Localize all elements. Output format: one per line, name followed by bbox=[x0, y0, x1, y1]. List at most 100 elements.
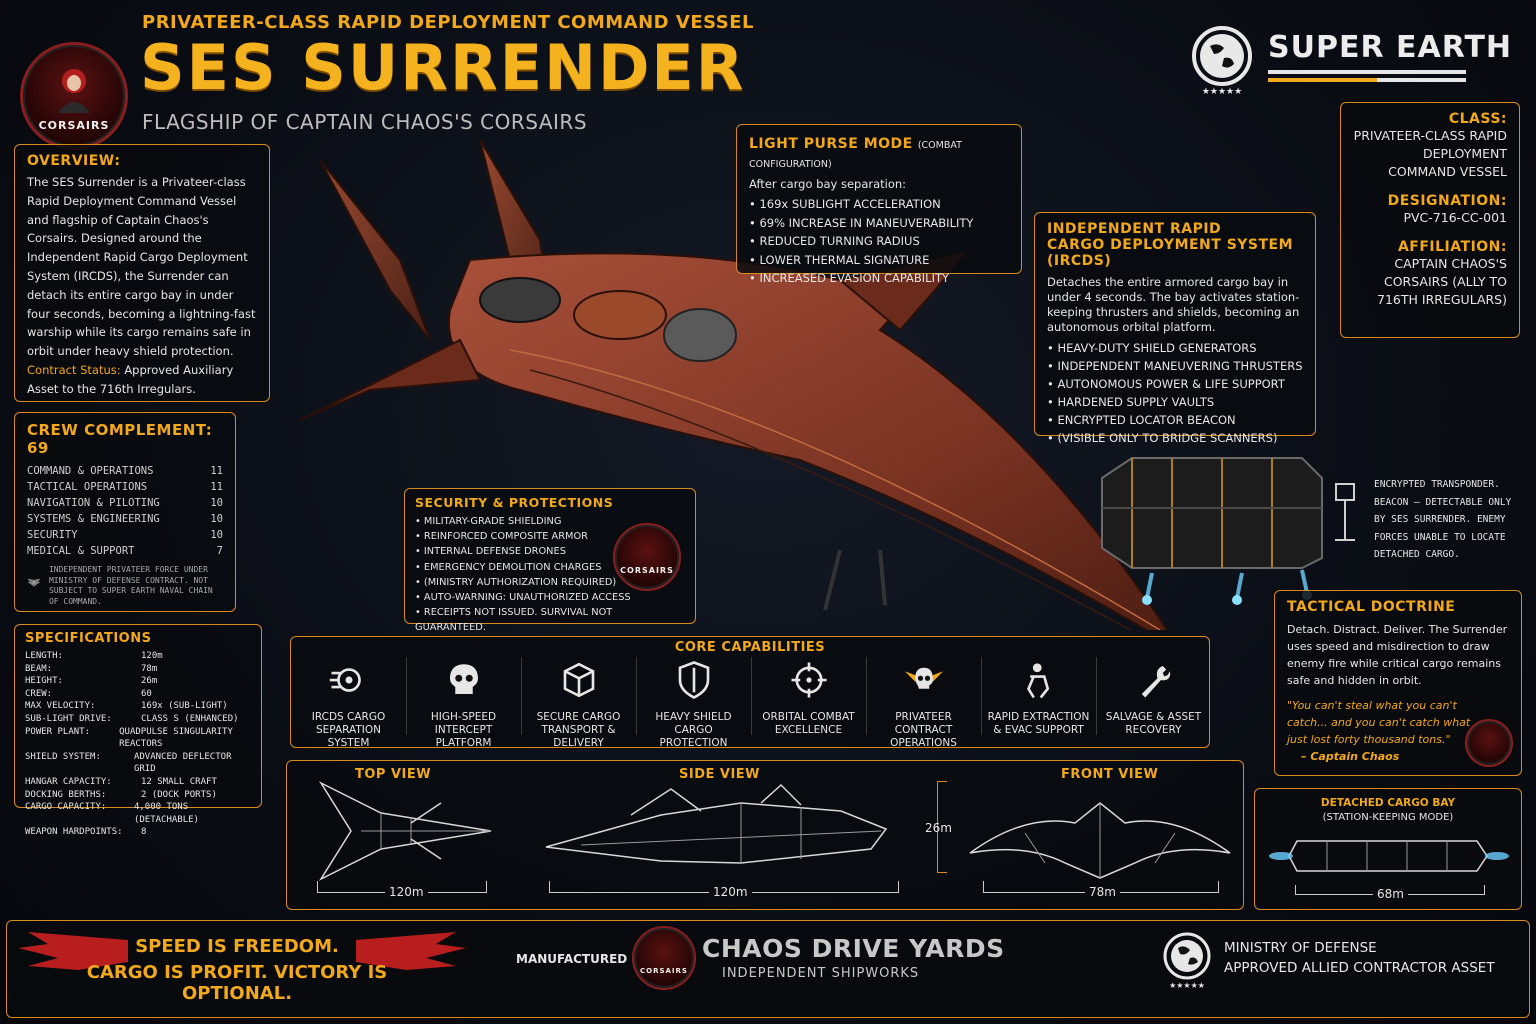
capabilities-heading: CORE CAPABILITIES bbox=[674, 640, 826, 655]
spec-value: CLASS S (ENHANCED) bbox=[141, 713, 239, 724]
spec-row: WEAPON HARDPOINTS:8 bbox=[25, 826, 251, 839]
beacon-icon bbox=[1335, 483, 1355, 541]
spec-row: HANGAR CAPACITY:12 SMALL CRAFT bbox=[25, 776, 251, 789]
crew-role: TACTICAL OPERATIONS bbox=[27, 481, 148, 493]
footer-emblem: CORSAIRS bbox=[632, 926, 696, 990]
spec-row: BEAM:78m bbox=[25, 663, 251, 676]
capability-separator bbox=[981, 657, 982, 735]
ircds-panel: INDEPENDENT RAPID CARGO DEPLOYMENT SYSTE… bbox=[1034, 212, 1316, 445]
spec-label: MAX VELOCITY: bbox=[25, 701, 96, 712]
spec-row: DOCKING BERTHS:2 (DOCK PORTS) bbox=[25, 789, 251, 802]
page-title: SES SURRENDER bbox=[140, 31, 746, 104]
crew-role: COMMAND & OPERATIONS bbox=[27, 465, 154, 477]
capability-separator bbox=[866, 657, 867, 735]
cargo-bay-sub: (STATION-KEEPING MODE) bbox=[1322, 812, 1454, 823]
left-sail bbox=[319, 159, 431, 341]
shield-icon bbox=[678, 661, 709, 699]
capability-item: PRIVATEER CONTRACT OPERATIONS bbox=[872, 659, 975, 750]
security-heading: SECURITY & PROTECTIONS bbox=[415, 495, 614, 510]
spec-value: 60 bbox=[141, 688, 152, 699]
crew-count: 10 bbox=[210, 513, 223, 525]
class-value: PRIVATEER-CLASS RAPID DEPLOYMENT COMMAND… bbox=[1353, 128, 1507, 179]
capability-item: HEAVY SHIELD CARGO PROTECTION bbox=[642, 659, 745, 750]
crew-role: SECURITY bbox=[27, 529, 78, 541]
views-panel: TOP VIEW SIDE VIEW FRONT VIEW 120m 120m … bbox=[286, 760, 1244, 910]
emblem-text: CORSAIRS bbox=[38, 118, 110, 132]
manufactured-by-label: MANUFACTURED BY bbox=[516, 952, 649, 966]
spec-label: SHIELD SYSTEM: bbox=[25, 751, 101, 762]
ministry-globe-icon: ★★★★★ bbox=[1163, 932, 1211, 990]
spec-label: BEAM: bbox=[25, 663, 53, 674]
spec-label: POWER PLANT: bbox=[25, 726, 91, 737]
height-dim-line bbox=[937, 781, 947, 873]
top-view-label: TOP VIEW bbox=[355, 767, 432, 782]
designation-value: PVC-716-CC-001 bbox=[1403, 210, 1507, 225]
spec-value: 120m bbox=[141, 651, 163, 661]
light-purse-item: 69% INCREASE IN MANEUVERABILITY bbox=[749, 214, 1009, 233]
capability-separator bbox=[406, 657, 407, 735]
doctrine-quote: "You can't steal what you can't catch...… bbox=[1287, 699, 1471, 746]
light-purse-item: REDUCED TURNING RADIUS bbox=[749, 232, 1009, 251]
spec-row: MAX VELOCITY: 169x (SUB-LIGHT) bbox=[25, 700, 251, 713]
cargo-bay-dim: 68m bbox=[1373, 887, 1408, 901]
capability-label: RAPID EXTRACTION & EVAC SUPPORT bbox=[987, 711, 1090, 736]
ircds-item: HARDENED SUPPLY VAULTS bbox=[1047, 393, 1303, 411]
cargo-bay-drawing bbox=[1269, 840, 1509, 872]
front-view-dim: 78m bbox=[1085, 885, 1120, 899]
capability-label: HIGH-SPEED INTERCEPT PLATFORM bbox=[430, 711, 497, 749]
spec-value: ADVANCED DEFLECTOR GRID bbox=[133, 751, 232, 775]
cargo-bay-panel: DETACHED CARGO BAY (STATION-KEEPING MODE… bbox=[1254, 788, 1522, 910]
brand-name: SUPER EARTH bbox=[1268, 30, 1513, 65]
light-purse-item: INCREASED EVASION CAPABILITY bbox=[749, 269, 1009, 288]
light-purse-panel: LIGHT PURSE MODE (COMBAT CONFIGURATION) … bbox=[736, 124, 1022, 285]
header-subtitle-top: PRIVATEER-CLASS RAPID DEPLOYMENT COMMAND… bbox=[142, 12, 754, 33]
capability-item: IRCDS CARGO SEPARATION SYSTEM bbox=[297, 659, 400, 750]
cargo-module-illustration bbox=[1101, 457, 1323, 605]
affiliation-label: AFFILIATION: bbox=[1397, 239, 1507, 255]
doctrine-author: – Captain Chaos bbox=[1301, 750, 1400, 763]
capability-item: HIGH-SPEED INTERCEPT PLATFORM bbox=[412, 659, 515, 750]
crew-count: 11 bbox=[210, 465, 223, 477]
capability-label: IRCDS CARGO SEPARATION SYSTEM bbox=[311, 711, 386, 749]
security-list: MILITARY-GRADE SHIELDINGREINFORCED COMPO… bbox=[415, 514, 685, 636]
brand-stripe bbox=[1268, 70, 1466, 74]
ircds-item: AUTONOMOUS POWER & LIFE SUPPORT bbox=[1047, 375, 1303, 393]
light-purse-item: 169x SUBLIGHT ACCELERATION bbox=[749, 195, 1009, 214]
capability-label: ORBITAL COMBAT EXCELLENCE bbox=[762, 711, 855, 736]
spec-value: QUADPULSE SINGULARITY REACTORS bbox=[119, 726, 233, 750]
spec-value: 169x (SUB-LIGHT) bbox=[141, 701, 228, 712]
crew-heading: CREW COMPLEMENT: 69 bbox=[27, 421, 213, 457]
landing-leg bbox=[823, 549, 842, 611]
capability-label: SECURE CARGO TRANSPORT & DELIVERY bbox=[536, 711, 621, 749]
crew-role: NAVIGATION & PILOTING bbox=[27, 497, 160, 509]
light-purse-heading: LIGHT PURSE MODE bbox=[749, 136, 913, 152]
security-item: (MINISTRY AUTHORIZATION REQUIRED) bbox=[415, 575, 685, 590]
light-purse-item: LOWER THERMAL SIGNATURE bbox=[749, 251, 1009, 270]
extraction-icon bbox=[1026, 663, 1049, 699]
ircds-item: ENCRYPTED LOCATOR BEACON bbox=[1047, 411, 1303, 429]
spec-label: DOCKING BERTHS: bbox=[25, 789, 107, 800]
capabilities-panel: CORE CAPABILITIES IRCDS CARGO SEPARATION… bbox=[290, 636, 1210, 750]
crew-role: MEDICAL & SUPPORT bbox=[27, 545, 135, 557]
specs-heading: SPECIFICATIONS bbox=[25, 631, 152, 646]
top-view-drawing bbox=[318, 781, 492, 881]
light-purse-list: 169x SUBLIGHT ACCELERATION69% INCREASE I… bbox=[749, 195, 1009, 288]
security-emblem-text: CORSAIRS bbox=[620, 565, 674, 575]
front-view-drawing bbox=[969, 802, 1231, 879]
left-wings-icon bbox=[18, 932, 128, 970]
spec-value: 12 SMALL CRAFT bbox=[141, 776, 217, 787]
doctrine-heading: TACTICAL DOCTRINE bbox=[1287, 599, 1456, 615]
footer-slogan-1: SPEED IS FREEDOM. bbox=[135, 936, 339, 957]
bridge-dome bbox=[663, 308, 737, 362]
hull-line-2 bbox=[529, 369, 1133, 630]
footer-slogan-2: CARGO IS PROFIT. VICTORY IS OPTIONAL. bbox=[86, 962, 388, 1004]
capability-separator bbox=[751, 657, 752, 735]
